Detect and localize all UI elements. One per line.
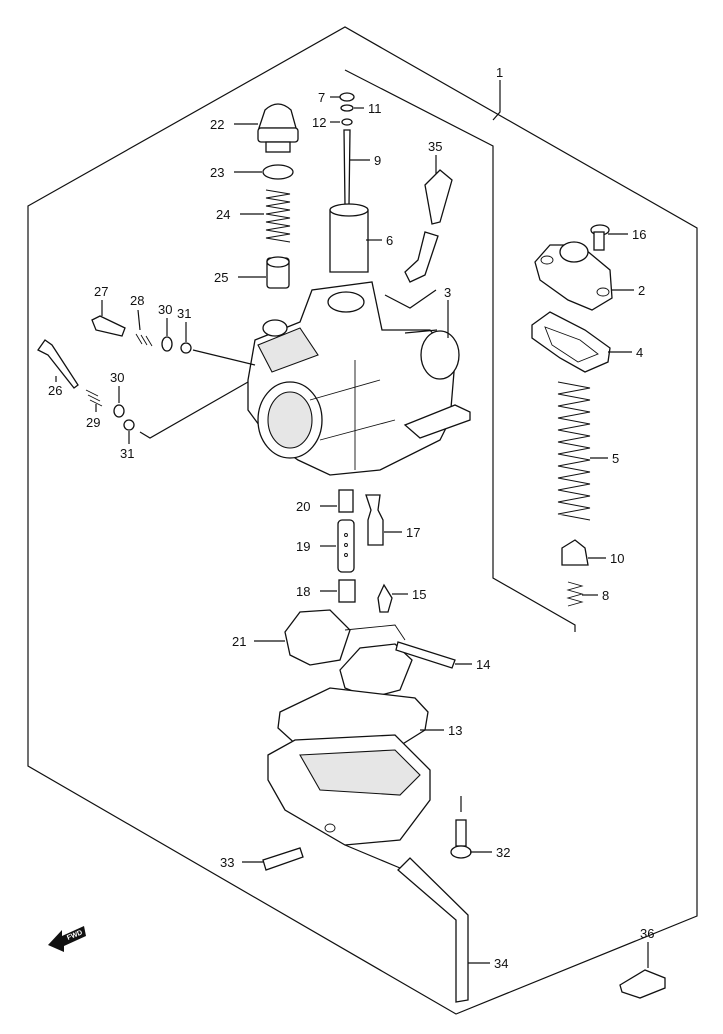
part-14-pin <box>395 641 456 669</box>
callout-8: 8 <box>602 588 609 603</box>
leader-lines <box>139 289 438 439</box>
part-20-jet <box>338 489 354 513</box>
part-36-clip <box>619 969 666 999</box>
callout-5: 5 <box>612 451 619 466</box>
part-16-screw <box>590 224 610 251</box>
part-31-oring-a <box>180 342 192 354</box>
part-28-spring <box>135 333 153 347</box>
callout-11: 11 <box>368 101 382 116</box>
callout-12: 12 <box>312 115 326 130</box>
callout-31-a: 31 <box>177 306 191 321</box>
callout-3: 3 <box>444 285 451 300</box>
callout-13: 13 <box>448 723 462 738</box>
callout-24: 24 <box>216 207 230 222</box>
callout-27: 27 <box>94 284 108 299</box>
part-8-spring <box>566 581 584 607</box>
part-25-plate <box>266 256 290 289</box>
part-26-screw <box>37 339 79 389</box>
callout-18: 18 <box>296 584 310 599</box>
callout-36: 36 <box>640 926 654 941</box>
part-23-oring <box>262 164 294 180</box>
callout-26: 26 <box>48 383 62 398</box>
callout-35: 35 <box>428 139 442 154</box>
part-9-needle <box>343 129 351 206</box>
callout-17: 17 <box>406 525 420 540</box>
part-4-gasket <box>531 311 611 373</box>
assembly-outline <box>27 26 698 1015</box>
callout-34: 34 <box>494 956 508 971</box>
part-19-needle-jet <box>337 519 355 573</box>
part-18-main-jet <box>338 579 356 603</box>
part-30-washer-a <box>161 336 173 352</box>
callout-7: 7 <box>318 90 325 105</box>
part-21-float <box>284 609 413 699</box>
part-24-spring <box>265 189 291 243</box>
callout-15: 15 <box>412 587 426 602</box>
callout-1: 1 <box>496 65 503 80</box>
callout-20: 20 <box>296 499 310 514</box>
callout-29: 29 <box>86 415 100 430</box>
part-33-screw <box>262 847 304 871</box>
part-5-spring <box>557 381 591 521</box>
callout-10: 10 <box>610 551 624 566</box>
part-7-clip <box>339 92 355 102</box>
callout-33: 33 <box>220 855 234 870</box>
callout-16: 16 <box>632 227 646 242</box>
part-35-hose <box>404 169 453 283</box>
callout-28: 28 <box>130 293 144 308</box>
part-17-pilot-jet <box>365 494 384 546</box>
callout-14: 14 <box>476 657 490 672</box>
callout-leaders <box>55 80 649 968</box>
part-12-clip <box>341 118 353 126</box>
part-15-valve <box>377 583 393 613</box>
part-2-cover <box>534 241 613 311</box>
part-10-holder <box>561 539 589 566</box>
part-30-washer-b <box>113 404 125 418</box>
float-bowl <box>267 734 431 846</box>
part-6-throttle-valve <box>329 203 369 273</box>
part-3-oring <box>420 330 460 380</box>
callout-31-b: 31 <box>120 446 134 461</box>
part-32-bolt <box>450 819 472 859</box>
callout-23: 23 <box>210 165 224 180</box>
part-31-oring-b <box>123 419 135 431</box>
callout-labels: 1 2 3 4 5 6 7 8 9 10 11 12 13 14 15 16 1… <box>48 65 654 971</box>
callout-2: 2 <box>638 283 645 298</box>
callout-9: 9 <box>374 153 381 168</box>
callout-19: 19 <box>296 539 310 554</box>
part-22-cap <box>257 103 299 153</box>
part-34-hose <box>397 857 469 1003</box>
callout-21: 21 <box>232 634 246 649</box>
callout-6: 6 <box>386 233 393 248</box>
fwd-arrow-icon: FWD <box>48 926 86 952</box>
callout-22: 22 <box>210 117 224 132</box>
part-11-washer <box>340 104 354 112</box>
callout-4: 4 <box>636 345 643 360</box>
callout-32: 32 <box>496 845 510 860</box>
part-27-screw <box>91 315 126 337</box>
carburetor-body <box>247 281 471 476</box>
callout-30-b: 30 <box>110 370 124 385</box>
callout-30-a: 30 <box>158 302 172 317</box>
part-29-spring <box>85 389 103 407</box>
callout-25: 25 <box>214 270 228 285</box>
